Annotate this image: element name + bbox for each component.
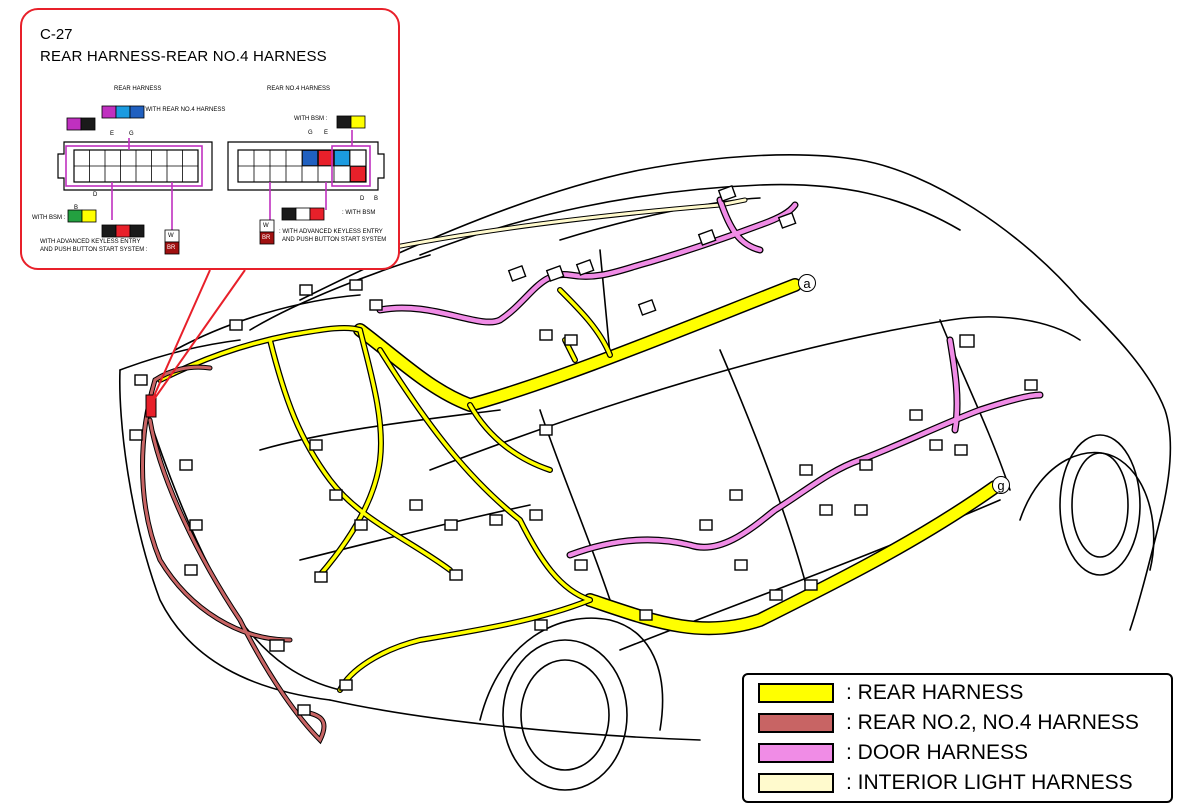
car-body-outline (118, 154, 1172, 791)
pin-g-left: G (129, 131, 134, 137)
pin-b-right: B (374, 196, 379, 202)
connector-blocks (129, 185, 1038, 716)
pin-d-left: D (93, 192, 98, 198)
right-connector-label: REAR NO.4 HARNESS (267, 86, 331, 92)
keyless-note-left-1: WITH ADVANCED KEYLESS ENTRY (40, 239, 141, 245)
pin-d-right: D (360, 196, 365, 202)
branch-marker-a: a (798, 274, 816, 292)
pin-e-right: E (324, 130, 329, 136)
legend-swatch (758, 743, 834, 763)
legend-swatch (758, 683, 834, 703)
connector-pinout-drawings (57, 105, 385, 255)
connector-callout: C-27 REAR HARNESS-REAR NO.4 HARNESS REAR… (20, 8, 400, 270)
legend-label: : DOOR HARNESS (846, 741, 1029, 764)
wire-color-br-left: BR (167, 245, 176, 251)
with-rear-no4-note: : WITH REAR NO.4 HARNESS (142, 107, 226, 113)
harness-legend: : REAR HARNESS : REAR NO.2, NO.4 HARNESS… (742, 673, 1173, 803)
wire-color-br-right: BR (262, 235, 271, 241)
pin-b-left: B (74, 205, 79, 211)
legend-label: : INTERIOR LIGHT HARNESS (846, 771, 1133, 794)
legend-label: : REAR HARNESS (846, 681, 1024, 704)
pin-g-right: G (308, 130, 313, 136)
connector-title: REAR HARNESS-REAR NO.4 HARNESS (40, 48, 327, 65)
pin-e-left: E (110, 131, 115, 137)
legend-swatch (758, 773, 834, 793)
with-bsm-right-bottom: : WITH BSM (342, 210, 376, 216)
branch-marker-g: g (992, 476, 1010, 494)
legend-swatch (758, 713, 834, 733)
left-connector-label: REAR HARNESS (114, 86, 162, 92)
with-bsm-right-top: WITH BSM : (294, 116, 328, 122)
with-bsm-left: WITH BSM : (32, 215, 66, 221)
rear-harness (157, 278, 1002, 693)
keyless-note-right-1: : WITH ADVANCED KEYLESS ENTRY (279, 229, 383, 235)
connector-code: C-27 (40, 26, 73, 43)
keyless-note-left-2: AND PUSH BUTTON START SYSTEM : (40, 247, 148, 253)
wire-color-w-right: W (263, 223, 269, 229)
legend-label: : REAR NO.2, NO.4 HARNESS (846, 711, 1139, 734)
keyless-note-right-2: AND PUSH BUTTON START SYSTEM (282, 237, 387, 243)
door-harness (376, 196, 1044, 559)
wire-color-w-left: W (168, 233, 174, 239)
